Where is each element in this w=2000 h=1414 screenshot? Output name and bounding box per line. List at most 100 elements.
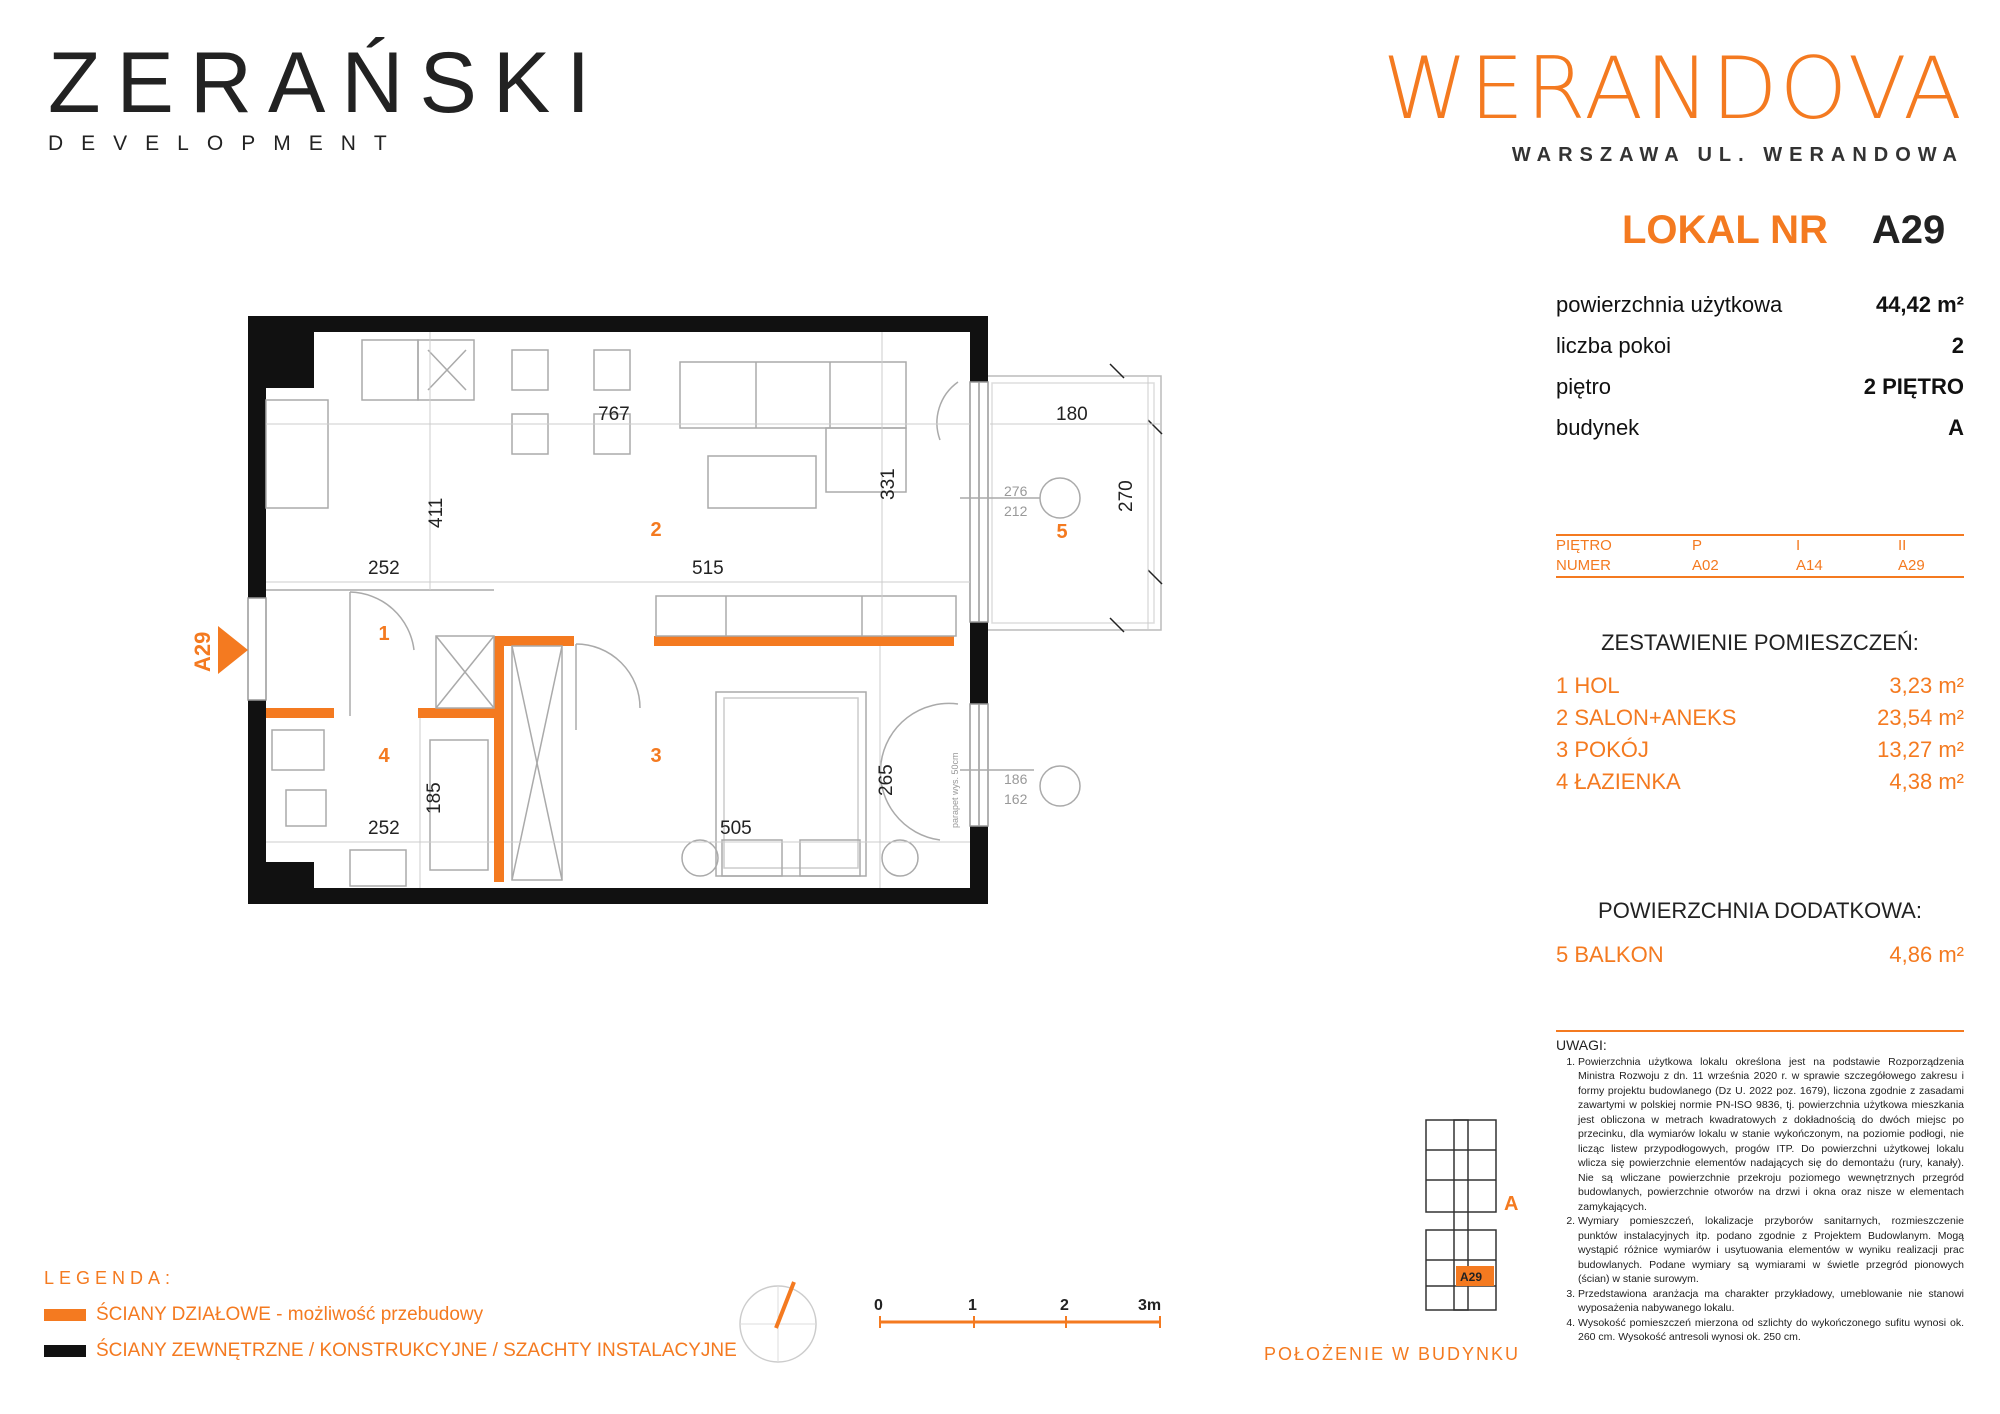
dim-label: 162 — [1004, 791, 1028, 807]
dim-label: 270 — [1116, 480, 1137, 512]
exterior-walls — [248, 316, 988, 904]
note-item: Przedstawiona aranżacja ma charakter prz… — [1578, 1287, 1964, 1316]
room-row: 4 ŁAZIENKA 4,38 m² — [1556, 769, 1964, 801]
info-row-building: budynek A — [1556, 415, 1964, 453]
dim-label: 180 — [1056, 404, 1088, 425]
scale-label: 2 — [1060, 1297, 1069, 1314]
floor-table-row: NUMER A02 A14 A29 — [1556, 556, 1964, 576]
room-name: 1 HOL — [1556, 673, 1620, 698]
scale-label: 0 — [874, 1297, 883, 1314]
floor-table-row: PIĘTRO P I II — [1556, 536, 1964, 556]
room-number: 1 — [378, 623, 389, 645]
unit-title: LOKAL NR A29 — [1622, 208, 1945, 253]
dim-label: 252 — [368, 558, 400, 579]
dim-label: 411 — [426, 498, 447, 528]
floor-cell: A29 — [1898, 557, 1925, 574]
room-name: 2 SALON+ANEKS — [1556, 705, 1737, 730]
dimension-lines — [266, 332, 1160, 888]
unit-title-label: LOKAL NR — [1622, 208, 1828, 252]
project-logo: WERANDOVA WARSZAWA UL. WERANDOWA — [1383, 46, 1964, 167]
info-value: 2 — [1951, 333, 1964, 358]
room-area: 4,38 m² — [1889, 769, 1964, 794]
room-number: 4 — [378, 745, 390, 767]
extra-row: 5 BALKON 4,86 m² — [1556, 942, 1964, 974]
note-item: Powierzchnia użytkowa lokalu określona j… — [1578, 1055, 1964, 1215]
extra-area-title: POWIERZCHNIA DODATKOWA: — [1598, 898, 1922, 923]
partition-walls — [266, 636, 954, 882]
legend-item: ŚCIANY DZIAŁOWE - możliwość przebudowy — [44, 1297, 737, 1333]
legend-title: LEGENDA: — [44, 1268, 176, 1288]
developer-logo-main: ZERAŃSKI — [48, 35, 607, 131]
floor-cell: P — [1692, 537, 1703, 554]
notes: UWAGI: Powierzchnia użytkowa lokalu okre… — [1556, 1030, 1964, 1345]
room-row: 3 POKÓJ 13,27 m² — [1556, 737, 1964, 769]
location-label: POŁOŻENIE W BUDYNKU — [1264, 1344, 1521, 1364]
dim-label: 515 — [692, 558, 724, 579]
window-note: parapet wys. 50cm — [950, 752, 960, 828]
info-row-area: powierzchnia użytkowa 44,42 m² — [1556, 292, 1964, 330]
dim-label: 505 — [720, 818, 752, 839]
note-item: Wysokość pomieszczeń mierzona od szlicht… — [1578, 1316, 1964, 1345]
project-logo-main: WERANDOVA — [1382, 39, 1964, 139]
note-item: Wymiary pomieszczeń, lokalizacje przybor… — [1578, 1214, 1964, 1287]
developer-logo: ZERAŃSKI DEVELOPMENT — [48, 40, 606, 156]
dim-label: 265 — [876, 764, 897, 796]
room-area: 3,23 m² — [1889, 673, 1964, 698]
room-number: 3 — [650, 745, 661, 767]
extra-area: 4,86 m² — [1889, 942, 1964, 967]
rooms-title: ZESTAWIENIE POMIESZCZEŃ: — [1601, 630, 1919, 655]
floor-number-table: PIĘTRO P I II NUMER A02 A14 A29 — [1556, 534, 1964, 578]
floor-cell: A14 — [1796, 557, 1823, 574]
dim-label: 767 — [598, 404, 630, 425]
floor-cell: I — [1796, 537, 1801, 554]
entry-marker: A29 — [190, 626, 248, 674]
floor-cell: II — [1898, 537, 1907, 554]
windows — [247, 381, 989, 827]
project-logo-sub: WARSZAWA UL. WERANDOWA — [1511, 144, 1964, 166]
legend-label: ŚCIANY DZIAŁOWE - możliwość przebudowy — [96, 1304, 484, 1325]
room-numbers: 1 2 3 4 5 — [378, 519, 1067, 767]
dim-label: 252 — [368, 818, 400, 839]
floor-cell: NUMER — [1556, 557, 1611, 574]
info-value: A — [1948, 415, 1964, 440]
info-row-rooms: liczba pokoi 2 — [1556, 333, 1964, 371]
info-row-floor: piętro 2 PIĘTRO — [1556, 374, 1964, 412]
dim-label: 276 — [1004, 483, 1028, 499]
room-name: 4 ŁAZIENKA — [1556, 769, 1681, 794]
location-building: A — [1504, 1193, 1518, 1215]
notes-title: UWAGI: — [1556, 1037, 1607, 1053]
interior-lines — [265, 339, 1081, 887]
room-name: 3 POKÓJ — [1556, 737, 1649, 762]
info-label: budynek — [1556, 415, 1640, 440]
dim-label: 331 — [878, 468, 899, 500]
room-area: 23,54 m² — [1877, 705, 1964, 730]
room-row: 2 SALON+ANEKS 23,54 m² — [1556, 705, 1964, 737]
room-area: 13,27 m² — [1877, 737, 1964, 762]
legend-item: ŚCIANY ZEWNĘTRZNE / KONSTRUKCYJNE / SZAC… — [44, 1333, 737, 1369]
room-row: 1 HOL 3,23 m² — [1556, 673, 1964, 705]
extra-name: 5 BALKON — [1556, 942, 1664, 967]
dim-label: 186 — [1004, 771, 1028, 787]
legend-swatch — [44, 1345, 86, 1357]
location-unit: A29 — [1460, 1270, 1482, 1284]
room-number: 2 — [650, 519, 661, 541]
dim-label: 212 — [1004, 503, 1028, 519]
info-value: 44,42 m² — [1875, 292, 1964, 317]
info-label: powierzchnia użytkowa — [1556, 292, 1783, 317]
info-value: 2 PIĘTRO — [1863, 374, 1964, 399]
scale-label: 3m — [1138, 1297, 1161, 1314]
legend-swatch — [44, 1309, 86, 1321]
legend: LEGENDA: ŚCIANY DZIAŁOWE - możliwość prz… — [44, 1268, 737, 1369]
building-location-map: A29 A — [1425, 1119, 1518, 1311]
scale-bar: 0 1 2 3m — [874, 1297, 1161, 1328]
dimension-labels: 767 180 411 331 270 276 212 252 515 265 … — [368, 404, 1137, 839]
room-number: 5 — [1056, 521, 1067, 543]
legend-label: ŚCIANY ZEWNĘTRZNE / KONSTRUKCYJNE / SZAC… — [96, 1340, 737, 1361]
dim-label: 185 — [424, 782, 445, 814]
floor-plan: 767 180 411 331 270 276 212 252 515 265 … — [190, 316, 1163, 904]
entry-arrow-icon — [218, 626, 248, 674]
floor-cell: PIĘTRO — [1556, 537, 1612, 554]
info-label: liczba pokoi — [1556, 333, 1671, 358]
info-label: piętro — [1556, 374, 1612, 399]
unit-number: A29 — [1871, 208, 1946, 252]
